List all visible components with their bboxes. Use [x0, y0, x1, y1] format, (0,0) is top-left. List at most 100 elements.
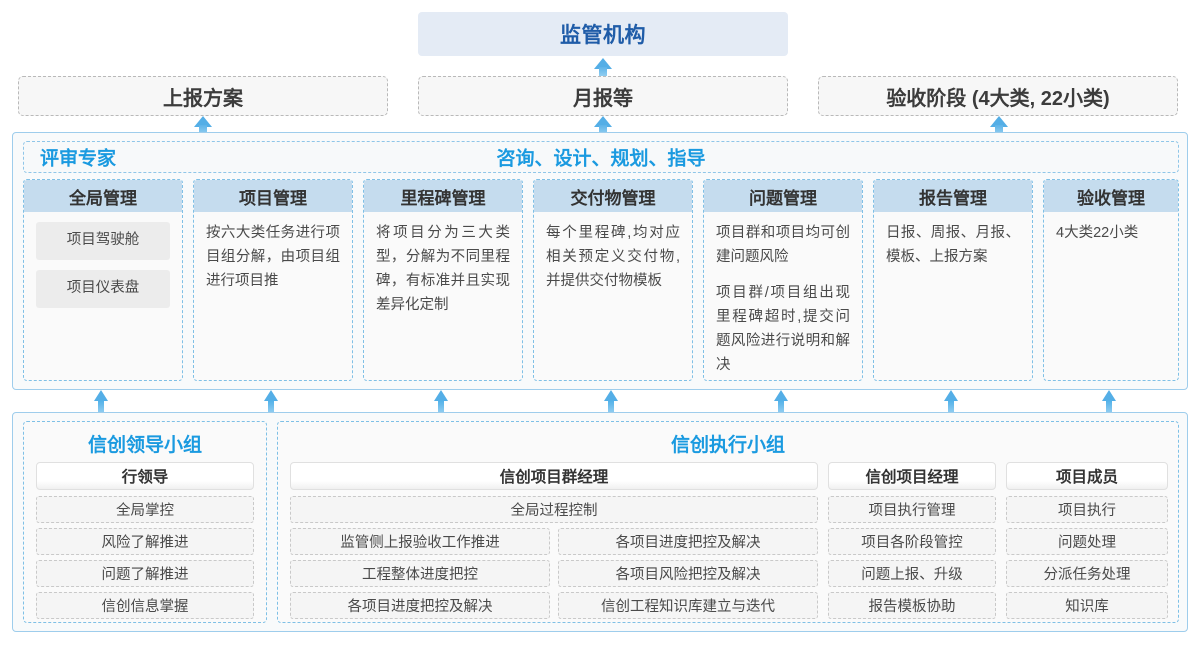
- capability-band: 评审专家 咨询、设计、规划、指导 全局管理 项目驾驶舱 项目仪表盘 项目管理 按…: [12, 132, 1188, 390]
- arrow-shaft: [778, 400, 784, 420]
- deliverable-box-3: 验收阶段 (4大类, 22小类): [818, 76, 1178, 116]
- capability-column-project[interactable]: 项目管理 按六大类任务进行项目组分解，由项目组进行项目推: [193, 179, 353, 381]
- arrow-to-column-5: [774, 390, 788, 420]
- role-item[interactable]: 项目执行管理: [828, 496, 996, 523]
- regulator-box: 监管机构: [418, 12, 788, 56]
- deliverable-label-2: 月报等: [573, 87, 633, 110]
- capability-column-acceptance[interactable]: 验收管理 4大类22小类: [1043, 179, 1179, 381]
- role-item[interactable]: 知识库: [1006, 592, 1168, 619]
- column-paragraph: 将项目分为三大类型，分解为不同里程碑，有标准并且实现差异化定制: [376, 225, 510, 313]
- role-item[interactable]: 项目执行: [1006, 496, 1168, 523]
- consulting-label: 咨询、设计、规划、指导: [496, 148, 706, 170]
- arrow-to-column-2: [264, 390, 278, 420]
- column-paragraph: 日报、周报、月报、模板、上报方案: [886, 225, 1020, 265]
- column-title: 里程碑管理: [364, 180, 522, 212]
- arrow-shaft: [1106, 400, 1112, 420]
- column-paragraph: 项目群/项目组出现里程碑超时,提交问题风险进行说明和解决: [716, 284, 850, 373]
- column-body: 将项目分为三大类型，分解为不同里程碑，有标准并且实现差异化定制: [364, 212, 522, 326]
- role-program-manager: 信创项目群经理 全局过程控制 监管侧上报验收工作推进 各项目进度把控及解决 工程…: [290, 462, 818, 619]
- column-title: 全局管理: [24, 180, 182, 212]
- arrow-shaft: [98, 400, 104, 420]
- column-paragraph: 每个里程碑,均对应相关预定义交付物,并提供交付物模板: [546, 225, 680, 289]
- deliverable-box-2: 月报等: [418, 76, 788, 116]
- role-item-row: 工程整体进度把控 各项目风险把控及解决: [290, 560, 818, 587]
- arrow-to-column-3: [434, 390, 448, 420]
- role-project-member: 项目成员 项目执行 问题处理 分派任务处理 知识库: [1006, 462, 1168, 619]
- column-body: 日报、周报、月报、模板、上报方案: [874, 212, 1032, 278]
- column-title: 验收管理: [1044, 180, 1178, 212]
- arrow-head-icon: [774, 390, 788, 401]
- arrow-shaft: [199, 125, 207, 138]
- role-item-list: 项目执行 问题处理 分派任务处理 知识库: [1006, 496, 1168, 619]
- column-body: 项目驾驶舱 项目仪表盘: [24, 212, 182, 326]
- capability-column-issue[interactable]: 问题管理 项目群和项目均可创建问题风险 项目群/项目组出现里程碑超时,提交问题风…: [703, 179, 863, 381]
- regulator-label: 监管机构: [560, 24, 646, 47]
- capability-chip[interactable]: 项目仪表盘: [36, 269, 170, 308]
- arrow-head-icon: [264, 390, 278, 401]
- arrow-head-icon: [594, 58, 612, 69]
- role-item-full[interactable]: 全局过程控制: [290, 496, 818, 523]
- arrow-to-column-7: [1102, 390, 1116, 420]
- arrow-head-icon: [94, 390, 108, 401]
- role-item[interactable]: 分派任务处理: [1006, 560, 1168, 587]
- role-item[interactable]: 问题处理: [1006, 528, 1168, 555]
- column-paragraph: 按六大类任务进行项目组分解，由项目组进行项目推: [206, 225, 340, 289]
- role-item-list: 全局掌控 风险了解推进 问题了解推进 信创信息掌握: [36, 496, 254, 619]
- role-item[interactable]: 监管侧上报验收工作推进: [290, 528, 550, 555]
- organization-band: 信创领导小组 行领导 全局掌控 风险了解推进 问题了解推进 信创信息掌握 信创执…: [12, 412, 1188, 632]
- arrow-head-icon: [194, 116, 212, 127]
- capability-column-deliverable[interactable]: 交付物管理 每个里程碑,均对应相关预定义交付物,并提供交付物模板: [533, 179, 693, 381]
- role-item[interactable]: 问题了解推进: [36, 560, 254, 587]
- arrow-to-column-4: [604, 390, 618, 420]
- group-execution: 信创执行小组 信创项目群经理 全局过程控制 监管侧上报验收工作推进 各项目进度把…: [277, 421, 1179, 623]
- arrow-to-deliverable-3: [990, 116, 1008, 138]
- review-expert-label: 评审专家: [40, 148, 117, 170]
- column-title: 项目管理: [194, 180, 352, 212]
- arrow-shaft: [948, 400, 954, 420]
- arrow-shaft: [268, 400, 274, 420]
- role-item[interactable]: 报告模板协助: [828, 592, 996, 619]
- column-body: 项目群和项目均可创建问题风险 项目群/项目组出现里程碑超时,提交问题风险进行说明…: [704, 212, 862, 380]
- deliverable-label-1: 上报方案: [163, 87, 243, 110]
- arrow-shaft: [608, 400, 614, 420]
- role-item[interactable]: 项目各阶段管控: [828, 528, 996, 555]
- arrow-shaft: [599, 125, 607, 138]
- capability-chip[interactable]: 项目驾驶舱: [36, 222, 170, 260]
- group-title: 信创领导小组: [87, 435, 202, 456]
- role-item-list: 全局过程控制 监管侧上报验收工作推进 各项目进度把控及解决 工程整体进度把控 各…: [290, 496, 818, 619]
- role-item[interactable]: 全局掌控: [36, 496, 254, 523]
- arrow-head-icon: [434, 390, 448, 401]
- role-item[interactable]: 信创信息掌握: [36, 592, 254, 619]
- capability-band-header: 评审专家 咨询、设计、规划、指导: [23, 141, 1179, 173]
- capability-column-milestone[interactable]: 里程碑管理 将项目分为三大类型，分解为不同里程碑，有标准并且实现差异化定制: [363, 179, 523, 381]
- role-item[interactable]: 工程整体进度把控: [290, 560, 550, 587]
- role-item[interactable]: 信创工程知识库建立与迭代: [558, 592, 818, 619]
- column-title: 报告管理: [874, 180, 1032, 212]
- role-item-row: 各项目进度把控及解决 信创工程知识库建立与迭代: [290, 592, 818, 619]
- role-item[interactable]: 风险了解推进: [36, 528, 254, 555]
- arrow-shaft: [995, 125, 1003, 138]
- column-paragraph: 4大类22小类: [1056, 225, 1139, 241]
- column-paragraph: 项目群和项目均可创建问题风险: [716, 225, 850, 265]
- role-head: 信创项目经理: [828, 462, 996, 490]
- column-title: 问题管理: [704, 180, 862, 212]
- group-leadership: 信创领导小组 行领导 全局掌控 风险了解推进 问题了解推进 信创信息掌握: [23, 421, 267, 623]
- deliverable-label-3: 验收阶段 (4大类, 22小类): [886, 87, 1110, 110]
- arrow-head-icon: [990, 116, 1008, 127]
- role-item[interactable]: 问题上报、升级: [828, 560, 996, 587]
- role-item-list: 项目执行管理 项目各阶段管控 问题上报、升级 报告模板协助: [828, 496, 996, 619]
- column-title: 交付物管理: [534, 180, 692, 212]
- capability-column-report[interactable]: 报告管理 日报、周报、月报、模板、上报方案: [873, 179, 1033, 381]
- group-title: 信创执行小组: [670, 435, 785, 456]
- capability-column-global[interactable]: 全局管理 项目驾驶舱 项目仪表盘: [23, 179, 183, 381]
- column-body: 按六大类任务进行项目组分解，由项目组进行项目推: [194, 212, 352, 302]
- arrow-head-icon: [604, 390, 618, 401]
- role-head: 项目成员: [1006, 462, 1168, 490]
- role-item[interactable]: 各项目进度把控及解决: [558, 528, 818, 555]
- role-item[interactable]: 各项目进度把控及解决: [290, 592, 550, 619]
- role-item[interactable]: 各项目风险把控及解决: [558, 560, 818, 587]
- arrow-head-icon: [944, 390, 958, 401]
- role-leadership: 行领导 全局掌控 风险了解推进 问题了解推进 信创信息掌握: [36, 462, 254, 619]
- column-body: 4大类22小类: [1044, 212, 1178, 254]
